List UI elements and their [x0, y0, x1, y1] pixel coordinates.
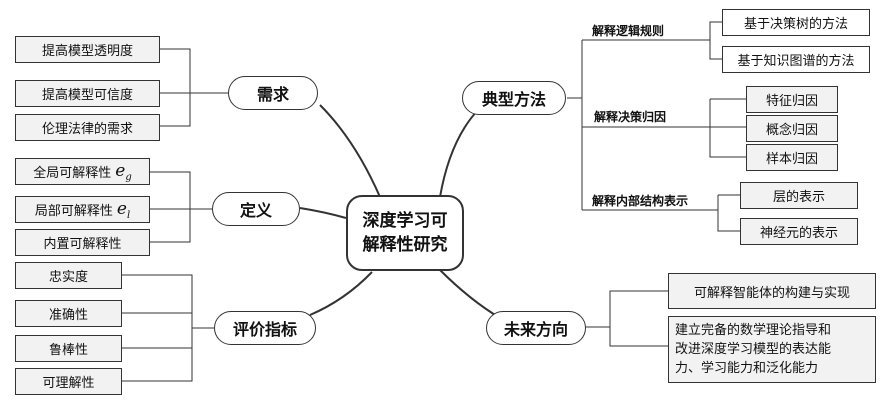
branch-definition: 定义 — [212, 192, 300, 226]
leaf-math-theory: 建立完备的数学理论指导和 改进深度学习模型的表达能 力、学习能力和泛化能力 — [668, 316, 876, 383]
leaf-decision-tree: 基于决策树的方法 — [722, 9, 870, 36]
branch-demand: 需求 — [228, 76, 318, 110]
leaf-concept-attribution: 概念归因 — [746, 115, 838, 142]
group-logic-rules: 解释逻辑规则 — [592, 24, 665, 38]
group-internal-representation: 解释内部结构表示 — [592, 194, 689, 208]
leaf-math-theory-line1: 建立完备的数学理论指导和 — [675, 323, 832, 338]
connector-center-future — [439, 269, 501, 319]
branch-methods: 典型方法 — [462, 81, 566, 115]
leaf-robustness: 鲁棒性 — [15, 335, 122, 362]
connector-center-methods — [439, 109, 479, 198]
symbol-e-g: eg — [115, 160, 132, 183]
connector-center-metrics — [309, 271, 373, 316]
leaf-math-theory-line3: 力、学习能力和泛化能力 — [675, 361, 819, 376]
leaf-neuron-representation: 神经元的表示 — [740, 218, 858, 245]
symbol-e-l: el — [116, 198, 131, 221]
connector-center-definition — [299, 207, 347, 219]
leaf-knowledge-graph: 基于知识图谱的方法 — [722, 46, 870, 73]
center-topic: 深度学习可 解释性研究 — [346, 195, 464, 271]
leaf-accuracy: 准确性 — [15, 300, 122, 327]
leaf-ethics-law: 伦理法律的需求 — [15, 114, 160, 141]
leaf-local-label: 局部可解释性 — [34, 204, 113, 219]
center-topic-line1: 深度学习可 — [362, 211, 448, 231]
leaf-sample-attribution: 样本归因 — [746, 144, 838, 171]
leaf-builtin-explainability: 内置可解释性 — [15, 229, 150, 256]
leaf-agent-construction: 可解释智能体的构建与实现 — [668, 273, 876, 309]
leaf-credibility: 提高模型可信度 — [15, 80, 160, 107]
leaf-faithfulness: 忠实度 — [15, 262, 122, 289]
leaf-global-label: 全局可解释性 — [33, 166, 112, 181]
group-decision-attribution: 解释决策归因 — [594, 110, 667, 124]
branch-metrics: 评价指标 — [214, 311, 316, 345]
leaf-feature-attribution: 特征归因 — [746, 86, 838, 113]
leaf-global-explainability: 全局可解释性 eg — [15, 158, 150, 185]
center-topic-line2: 解释性研究 — [362, 235, 448, 255]
branch-future: 未来方向 — [486, 311, 586, 345]
connector-center-demand — [319, 104, 381, 198]
leaf-transparency: 提高模型透明度 — [15, 36, 160, 63]
leaf-local-explainability: 局部可解释性 el — [15, 196, 150, 223]
leaf-layer-representation: 层的表示 — [740, 182, 858, 209]
leaf-math-theory-line2: 改进深度学习模型的表达能 — [675, 342, 832, 357]
leaf-understandability: 可理解性 — [15, 368, 122, 395]
